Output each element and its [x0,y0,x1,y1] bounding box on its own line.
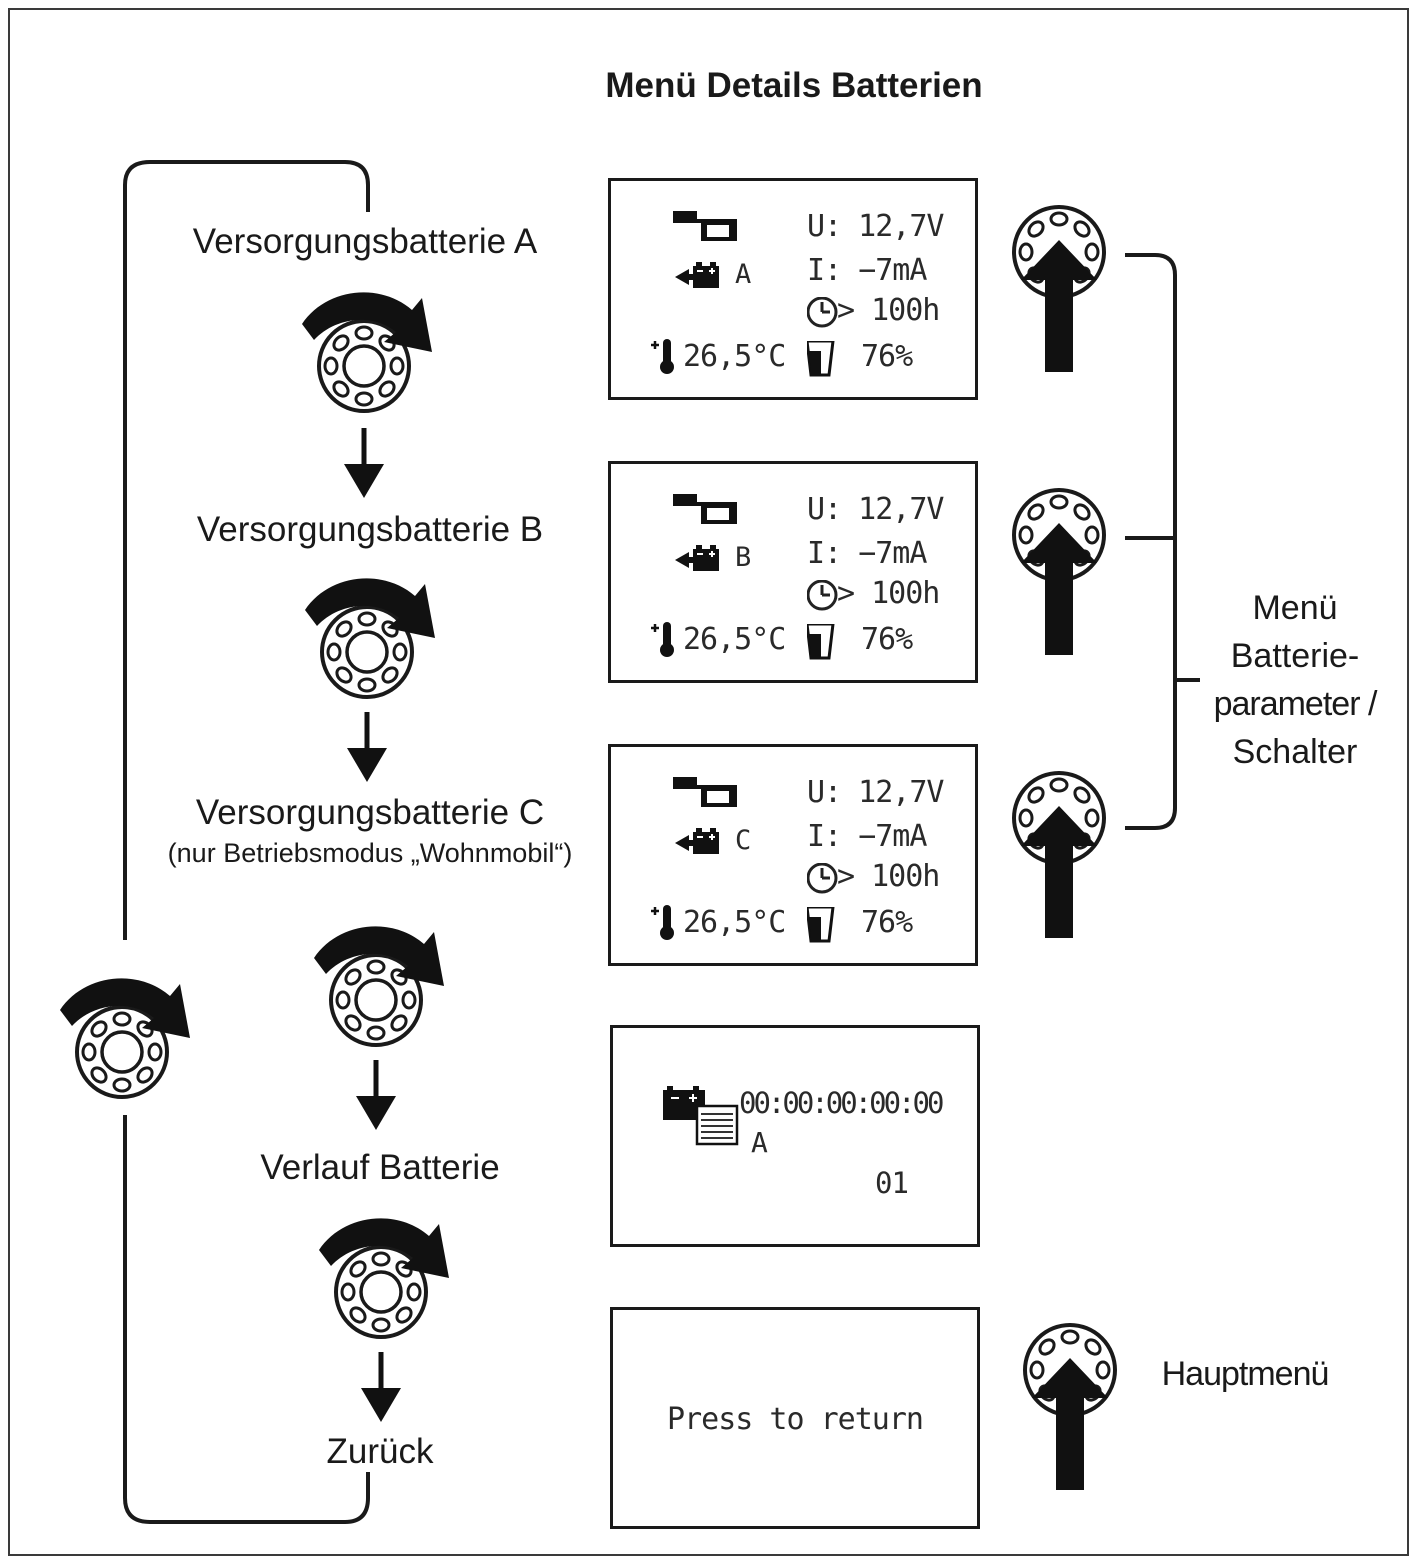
clock-icon [807,863,838,894]
thermometer-icon [651,339,676,376]
battery-icon [673,211,737,241]
charge-level-icon [807,624,835,660]
battery-icon [673,777,737,807]
label-battery-a: Versorgungsbatterie A [192,222,538,261]
supply-battery-icon [674,827,720,855]
current-value: I: −7mA [807,536,927,571]
current-value: I: −7mA [807,819,927,854]
history-index: 01 [875,1166,909,1200]
page-title: Menü Details Batterien [605,66,983,105]
label-battery-c-note: (nur Betriebsmodus „Wohnmobil“) [167,838,573,868]
battery-letter: C [735,825,751,856]
label-history: Verlauf Batterie [260,1148,500,1187]
rotate-knob-icon-b [305,578,435,699]
temperature-value: 26,5°C [683,339,786,374]
params-label-line4: Schalter [1232,733,1358,771]
down-arrow-icon-b [347,712,387,782]
lcd-screen-return: Press to return [610,1307,980,1529]
params-label-line3: parameter / [1213,685,1378,723]
battery-letter: A [735,259,751,290]
params-label-line2: Batterie- [1230,637,1360,675]
loop-line-top [123,160,370,940]
time-value: > 100h [837,576,940,611]
label-back: Zurück [326,1432,434,1471]
main-menu-label: Hauptmenü [1161,1355,1330,1393]
lcd-screen-battery-c: C U: 12,7V I: −7mA > 100h 26,5°C 76% [608,744,978,966]
current-value: I: −7mA [807,253,927,288]
time-value: > 100h [837,859,940,894]
temperature-value: 26,5°C [683,622,786,657]
lcd-screen-battery-a: A U: 12,7V I: −7mA > 100h 26,5°C 76% [608,178,978,400]
thermometer-icon [651,622,676,659]
label-battery-b: Versorgungsbatterie B [196,510,544,549]
time-value: > 100h [837,293,940,328]
rotate-knob-icon-c [314,926,444,1047]
down-arrow-icon-a [344,428,384,498]
clock-icon [807,580,838,611]
outer-frame [8,8,1409,1556]
lcd-screen-battery-b: B U: 12,7V I: −7mA > 100h 26,5°C 76% [608,461,978,683]
voltage-value: U: 12,7V [807,775,944,810]
history-timestamp: 00:00:00:00:00 [739,1086,944,1120]
charge-level-icon [807,341,835,377]
loop-line-bottom [123,1115,370,1524]
down-arrow-icon-c [356,1060,396,1130]
history-log-icon [663,1086,739,1146]
charge-value: 76% [861,622,913,657]
history-letter: A [751,1126,768,1159]
voltage-value: U: 12,7V [807,492,944,527]
supply-battery-icon [674,261,720,289]
rotate-knob-icon-a [302,292,432,413]
rotate-knob-icon-history [319,1218,449,1339]
battery-letter: B [735,542,751,573]
voltage-value: U: 12,7V [807,209,944,244]
label-battery-c: Versorgungsbatterie C [195,793,545,832]
down-arrow-icon-history [361,1352,401,1422]
charge-value: 76% [861,905,913,940]
charge-value: 76% [861,339,913,374]
battery-icon [673,494,737,524]
lcd-screen-history: 00:00:00:00:00 A 01 [610,1025,980,1247]
charge-level-icon [807,907,835,943]
bracket [1125,253,1177,830]
return-text: Press to return [667,1402,924,1437]
push-knob-icon-main [1023,1323,1117,1492]
params-label-line1: Menü [1252,589,1338,627]
push-knob-icon-b [1012,488,1106,657]
rotate-knob-icon-loop [60,978,190,1099]
temperature-value: 26,5°C [683,905,786,940]
supply-battery-icon [674,544,720,572]
thermometer-icon [651,905,676,942]
push-knob-icon-a [1012,205,1106,374]
clock-icon [807,297,838,328]
push-knob-icon-c [1012,771,1106,940]
